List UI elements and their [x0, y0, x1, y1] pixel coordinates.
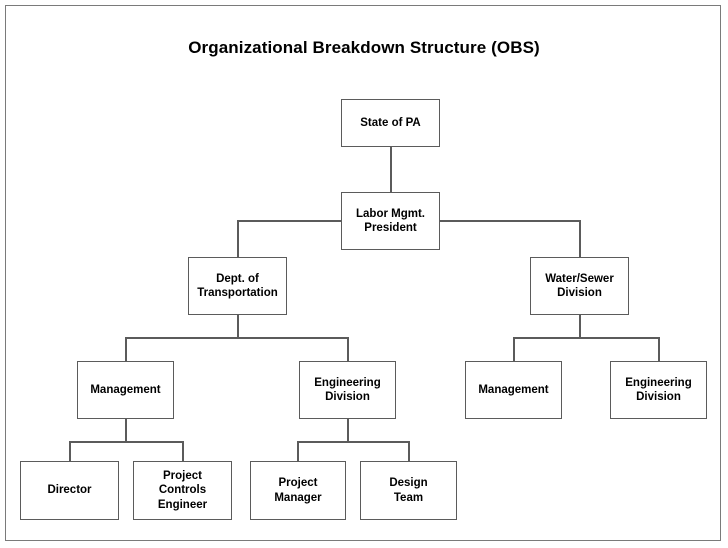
org-node-dot-management[interactable]: Management — [77, 361, 174, 419]
org-node-project-manager[interactable]: Project Manager — [250, 461, 346, 520]
org-node-label: Project Controls Engineer — [157, 469, 208, 511]
org-node-wsd-engineering[interactable]: Engineering Division — [610, 361, 707, 419]
org-node-label: Water/Sewer Division — [545, 272, 614, 299]
connector-dot-mgmt-drop-pce — [182, 441, 184, 461]
connector-wsd-drop-engineering — [658, 337, 660, 361]
connector-president-left-drop — [237, 220, 239, 257]
connector-state-to-president-stem — [390, 147, 392, 192]
org-node-water-sewer-division[interactable]: Water/Sewer Division — [530, 257, 629, 315]
org-node-labor-mgmt-president[interactable]: Labor Mgmt. President — [341, 192, 440, 250]
org-node-wsd-management[interactable]: Management — [465, 361, 562, 419]
org-node-label: Director — [47, 484, 92, 497]
org-node-label: Engineering Division — [625, 376, 692, 403]
connector-dot-drop-engineering — [347, 337, 349, 361]
connector-president-right-exit — [440, 220, 580, 222]
connector-dot-mgmt-drop-director — [69, 441, 71, 461]
org-node-director[interactable]: Director — [20, 461, 119, 520]
org-node-label: Design Team — [389, 477, 428, 504]
connector-president-right-drop — [579, 220, 581, 257]
org-node-label: Labor Mgmt. President — [356, 207, 425, 234]
org-node-design-team[interactable]: Design Team — [360, 461, 457, 520]
org-node-label: Engineering Division — [314, 376, 381, 403]
connector-wsd-stem — [579, 315, 581, 337]
org-node-dot-engineering[interactable]: Engineering Division — [299, 361, 396, 419]
connector-dot-mgmt-bar — [69, 441, 183, 443]
connector-dot-bar — [125, 337, 348, 339]
org-node-state-of-pa[interactable]: State of PA — [341, 99, 440, 147]
connector-president-left-exit — [237, 220, 341, 222]
connector-dot-mgmt-stem — [125, 419, 127, 441]
connector-dot-stem — [237, 315, 239, 337]
org-node-project-controls-engineer[interactable]: Project Controls Engineer — [133, 461, 232, 520]
connector-dot-eng-bar — [297, 441, 409, 443]
org-node-label: State of PA — [360, 116, 421, 129]
connector-wsd-bar — [513, 337, 659, 339]
org-node-label: Dept. of Transportation — [197, 272, 278, 299]
org-node-label: Management — [90, 383, 161, 396]
connector-wsd-drop-management — [513, 337, 515, 361]
org-node-label: Project Manager — [274, 477, 322, 504]
page-title: Organizational Breakdown Structure (OBS) — [188, 38, 540, 57]
org-node-label: Management — [478, 383, 549, 396]
org-node-dept-of-transportation[interactable]: Dept. of Transportation — [188, 257, 287, 315]
connector-dot-eng-stem — [347, 419, 349, 441]
connector-dot-drop-management — [125, 337, 127, 361]
connector-dot-eng-drop-pm — [297, 441, 299, 461]
connector-dot-eng-drop-design — [408, 441, 410, 461]
